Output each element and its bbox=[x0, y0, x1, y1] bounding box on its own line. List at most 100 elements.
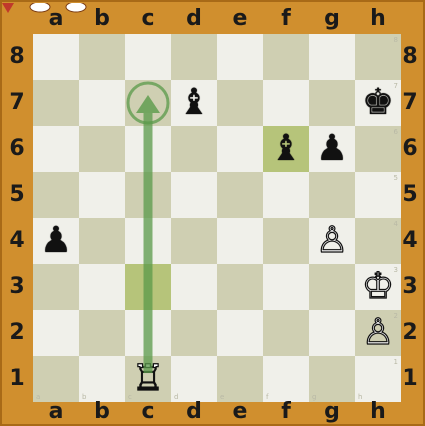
square-d6[interactable] bbox=[171, 126, 217, 172]
rank-label-4-left: 4 bbox=[2, 230, 32, 252]
file-label-f-top: f bbox=[263, 8, 309, 30]
square-f7[interactable] bbox=[263, 80, 309, 126]
square-file-mark: e bbox=[220, 393, 224, 401]
file-label-g-bottom: g bbox=[309, 401, 355, 423]
file-label-b-top: b bbox=[79, 8, 125, 30]
square-b3[interactable] bbox=[79, 264, 125, 310]
square-e3[interactable] bbox=[217, 264, 263, 310]
square-file-mark: d bbox=[174, 393, 178, 401]
rank-label-4-right: 4 bbox=[395, 230, 425, 252]
square-d4[interactable] bbox=[171, 218, 217, 264]
square-d5[interactable] bbox=[171, 172, 217, 218]
square-g3[interactable] bbox=[309, 264, 355, 310]
square-rank-mark: 5 bbox=[394, 174, 398, 182]
square-c5[interactable] bbox=[125, 172, 171, 218]
square-g5[interactable] bbox=[309, 172, 355, 218]
square-c2[interactable] bbox=[125, 310, 171, 356]
black-pawn-a4[interactable]: ♟ bbox=[33, 218, 79, 264]
file-label-c-top: c bbox=[125, 8, 171, 30]
square-e5[interactable] bbox=[217, 172, 263, 218]
square-b5[interactable] bbox=[79, 172, 125, 218]
square-rank-mark: 6 bbox=[394, 128, 398, 136]
square-d3[interactable] bbox=[171, 264, 217, 310]
square-file-mark: h bbox=[358, 393, 362, 401]
square-e6[interactable] bbox=[217, 126, 263, 172]
square-a2[interactable] bbox=[33, 310, 79, 356]
black-bishop-d7[interactable]: ♝ bbox=[171, 80, 217, 126]
square-file-mark: a bbox=[36, 393, 40, 401]
rank-label-6-left: 6 bbox=[2, 138, 32, 160]
rank-label-1-left: 1 bbox=[2, 368, 32, 390]
square-c7[interactable] bbox=[125, 80, 171, 126]
white-pawn-g4[interactable]: ♙ bbox=[309, 218, 355, 264]
rank-label-1-right: 1 bbox=[395, 368, 425, 390]
rank-label-5-left: 5 bbox=[2, 184, 32, 206]
black-pawn-g6[interactable]: ♟ bbox=[309, 126, 355, 172]
square-b2[interactable] bbox=[79, 310, 125, 356]
white-king-h3[interactable]: ♔ bbox=[355, 264, 401, 310]
square-rank-mark: 1 bbox=[394, 358, 398, 366]
file-label-h-bottom: h bbox=[355, 401, 401, 423]
square-e7[interactable] bbox=[217, 80, 263, 126]
square-file-mark: b bbox=[82, 393, 86, 401]
square-a6[interactable] bbox=[33, 126, 79, 172]
square-f2[interactable] bbox=[263, 310, 309, 356]
file-label-c-bottom: c bbox=[125, 401, 171, 423]
square-b7[interactable] bbox=[79, 80, 125, 126]
rank-label-3-left: 3 bbox=[2, 276, 32, 298]
square-d8[interactable] bbox=[171, 34, 217, 80]
square-g8[interactable] bbox=[309, 34, 355, 80]
rank-label-8-right: 8 bbox=[395, 46, 425, 68]
rank-label-6-right: 6 bbox=[395, 138, 425, 160]
square-rank-mark: 4 bbox=[394, 220, 398, 228]
white-pawn-h2[interactable]: ♙ bbox=[355, 310, 401, 356]
square-b4[interactable] bbox=[79, 218, 125, 264]
square-d1[interactable]: d bbox=[171, 356, 217, 402]
file-label-e-top: e bbox=[217, 8, 263, 30]
rank-label-2-left: 2 bbox=[2, 322, 32, 344]
file-label-e-bottom: e bbox=[217, 401, 263, 423]
rank-label-8-left: 8 bbox=[2, 46, 32, 68]
square-f4[interactable] bbox=[263, 218, 309, 264]
square-b6[interactable] bbox=[79, 126, 125, 172]
file-label-h-top: h bbox=[355, 8, 401, 30]
square-a5[interactable] bbox=[33, 172, 79, 218]
file-label-f-bottom: f bbox=[263, 401, 309, 423]
square-c4[interactable] bbox=[125, 218, 171, 264]
file-label-b-bottom: b bbox=[79, 401, 125, 423]
square-g7[interactable] bbox=[309, 80, 355, 126]
square-c3[interactable] bbox=[125, 264, 171, 310]
square-file-mark: f bbox=[266, 393, 268, 401]
rank-label-7-left: 7 bbox=[2, 92, 32, 114]
file-label-d-bottom: d bbox=[171, 401, 217, 423]
rank-label-5-right: 5 bbox=[395, 184, 425, 206]
square-d2[interactable] bbox=[171, 310, 217, 356]
square-f8[interactable] bbox=[263, 34, 309, 80]
square-g1[interactable]: g bbox=[309, 356, 355, 402]
square-g2[interactable] bbox=[309, 310, 355, 356]
white-rook-c1[interactable]: ♖ bbox=[125, 356, 171, 402]
square-e8[interactable] bbox=[217, 34, 263, 80]
square-e2[interactable] bbox=[217, 310, 263, 356]
square-c6[interactable] bbox=[125, 126, 171, 172]
square-rank-mark: 8 bbox=[394, 36, 398, 44]
black-bishop-f6[interactable]: ♝ bbox=[263, 126, 309, 172]
square-f3[interactable] bbox=[263, 264, 309, 310]
square-b1[interactable]: b bbox=[79, 356, 125, 402]
square-b8[interactable] bbox=[79, 34, 125, 80]
square-e1[interactable]: e bbox=[217, 356, 263, 402]
square-f5[interactable] bbox=[263, 172, 309, 218]
square-a1[interactable]: a bbox=[33, 356, 79, 402]
square-file-mark: g bbox=[312, 393, 316, 401]
square-e4[interactable] bbox=[217, 218, 263, 264]
file-label-d-top: d bbox=[171, 8, 217, 30]
square-a3[interactable] bbox=[33, 264, 79, 310]
file-label-a-top: a bbox=[33, 8, 79, 30]
file-label-g-top: g bbox=[309, 8, 355, 30]
square-c8[interactable] bbox=[125, 34, 171, 80]
square-a8[interactable] bbox=[33, 34, 79, 80]
file-label-a-bottom: a bbox=[33, 401, 79, 423]
square-a7[interactable] bbox=[33, 80, 79, 126]
square-f1[interactable]: f bbox=[263, 356, 309, 402]
black-king-h7[interactable]: ♚ bbox=[355, 80, 401, 126]
